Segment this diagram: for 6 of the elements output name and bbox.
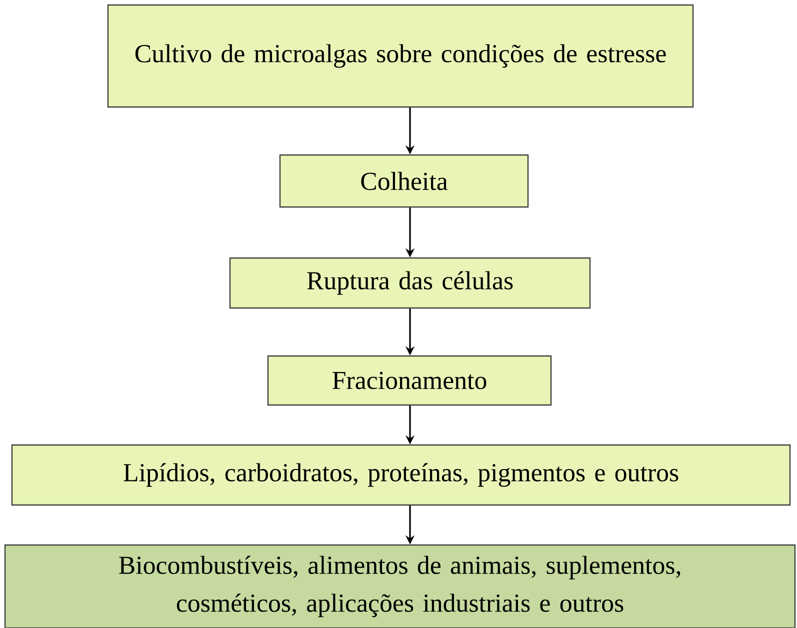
process-box: Ruptura das células: [229, 257, 591, 309]
process-box: Lipídios, carboidratos, proteínas, pigmentos e outros: [11, 444, 791, 506]
process-box: Biocombustíveis, alimentos de animais, suplementos, cosméticos, aplicações industriais e outros: [4, 544, 796, 628]
process-box: Cultivo de microalgas sobre condições de estresse: [107, 4, 694, 108]
process-box: Colheita: [279, 154, 529, 208]
process-box: Fracionamento: [267, 355, 552, 406]
